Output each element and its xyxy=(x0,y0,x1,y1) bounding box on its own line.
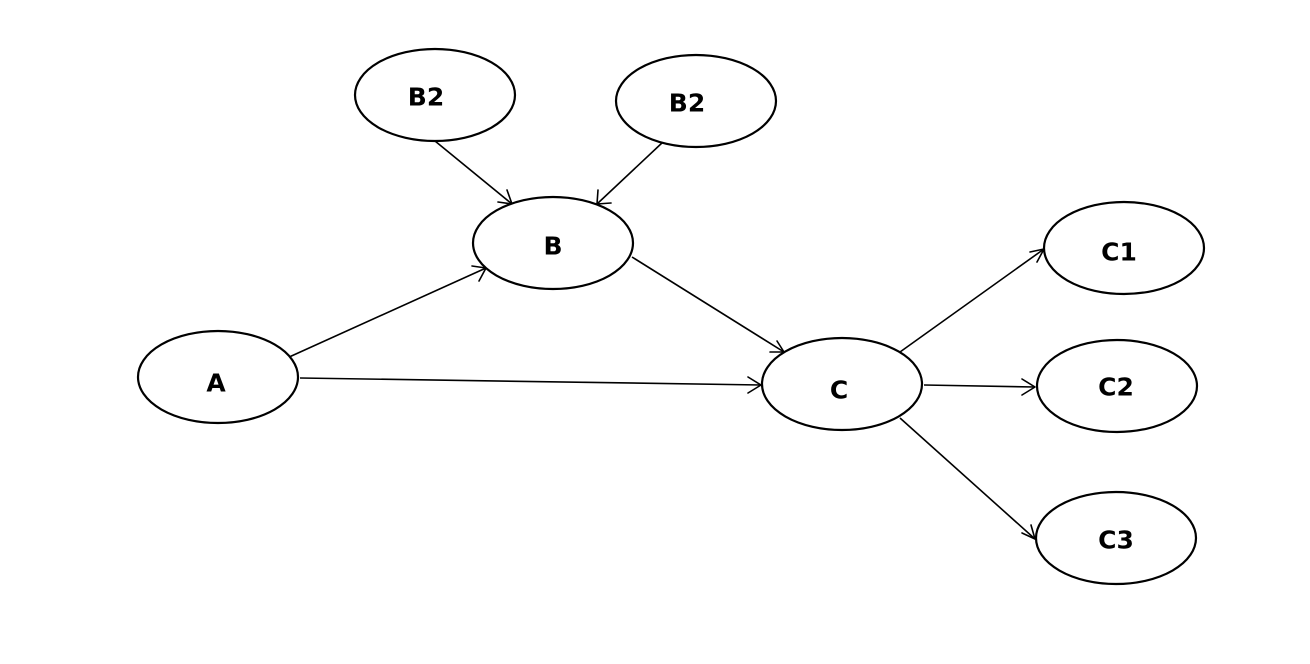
node-c3-ellipse xyxy=(1034,490,1198,586)
edge-c-to-c1 xyxy=(899,248,1045,353)
node-c2: C2 xyxy=(1035,338,1199,434)
node-a-ellipse xyxy=(136,329,300,425)
node-c-label: C xyxy=(830,376,848,405)
node-c2-ellipse xyxy=(1035,338,1199,434)
node-b2-right-label: B2 xyxy=(669,89,705,118)
node-a: A xyxy=(136,329,300,425)
node-c3: C3 xyxy=(1034,490,1198,586)
node-c1-label: C1 xyxy=(1101,238,1137,267)
node-c3-label: C3 xyxy=(1098,526,1134,555)
node-b2-left-ellipse xyxy=(353,47,517,143)
node-b-ellipse xyxy=(471,195,635,291)
node-c: C xyxy=(760,336,924,432)
nodes: B2 B2 B A C C1 C2 C3 xyxy=(136,47,1206,586)
edge-c-to-c3 xyxy=(899,417,1036,540)
node-b2-left: B2 xyxy=(353,47,517,143)
node-b: B xyxy=(471,195,635,291)
node-b2-right-ellipse xyxy=(614,53,778,149)
node-c1: C1 xyxy=(1042,200,1206,296)
node-a-label: A xyxy=(206,369,226,398)
node-b-label: B xyxy=(543,232,562,261)
edge-b2-left-to-b xyxy=(434,140,513,205)
edge-b2-right-to-b xyxy=(596,141,664,205)
edge-b-to-c xyxy=(631,256,785,353)
node-b2-left-label: B2 xyxy=(408,83,444,112)
edges xyxy=(286,140,1045,540)
node-c2-label: C2 xyxy=(1098,373,1134,402)
edge-a-to-b xyxy=(286,265,487,359)
edge-c-to-c2 xyxy=(923,378,1036,396)
edge-a-to-c xyxy=(299,376,762,394)
node-c1-ellipse xyxy=(1042,200,1206,296)
node-c-ellipse xyxy=(760,336,924,432)
node-b2-right: B2 xyxy=(614,53,778,149)
